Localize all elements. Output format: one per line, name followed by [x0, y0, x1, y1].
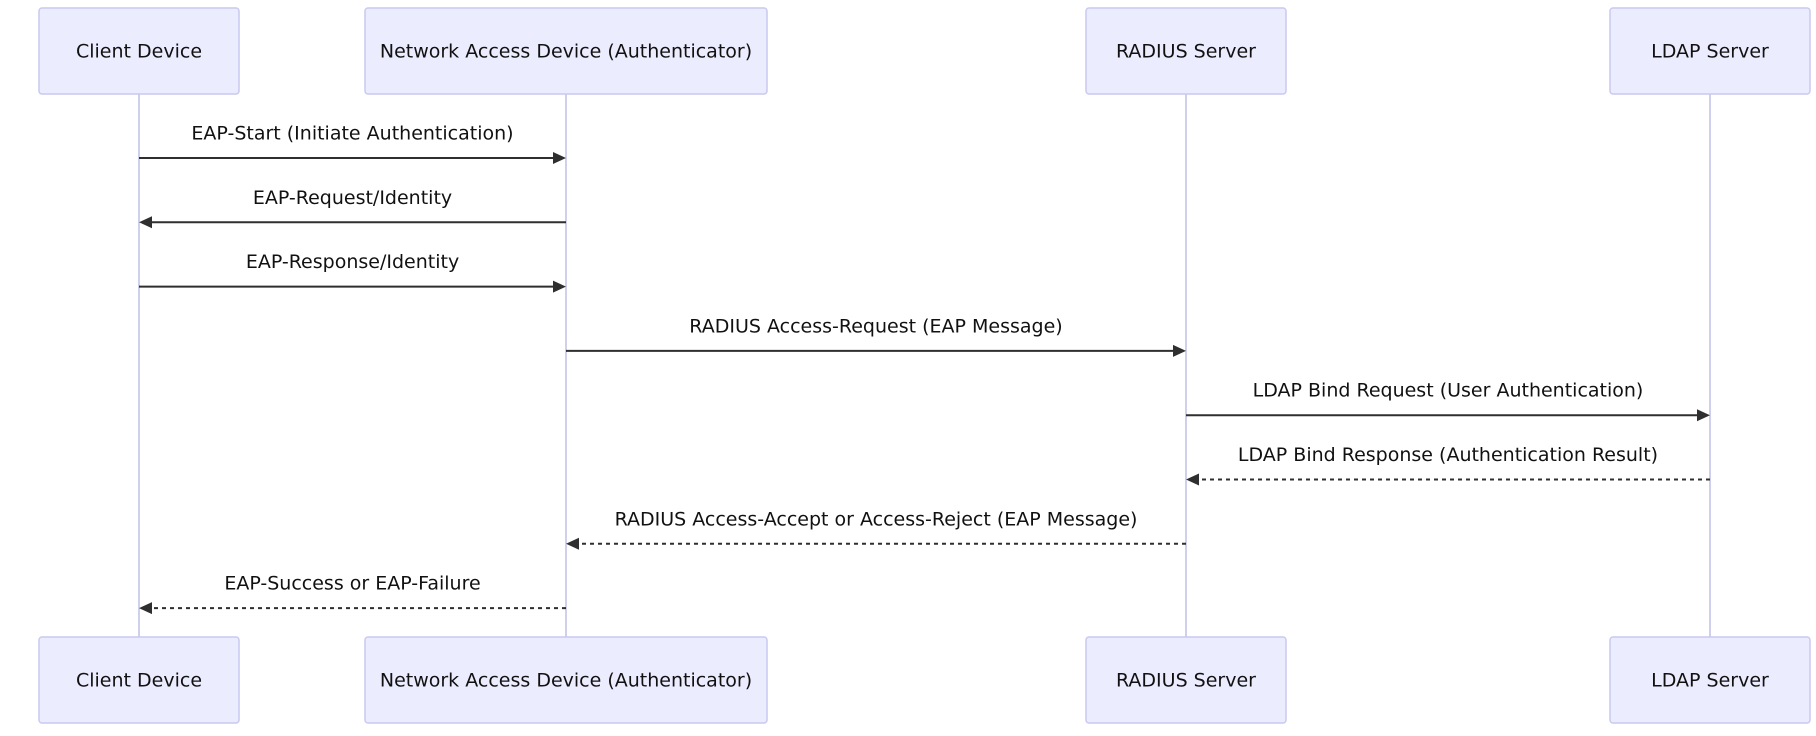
participant-bottom-network-access-device-authenticator[interactable]: Network Access Device (Authenticator): [364, 636, 768, 724]
participant-box: [1609, 7, 1811, 95]
participant-box: [1085, 7, 1287, 95]
participant-box: [364, 636, 768, 724]
participant-label: RADIUS Server: [1116, 670, 1256, 692]
participant-label: Client Device: [76, 670, 202, 692]
arrowhead-icon: [139, 602, 152, 615]
message-5: LDAP Bind Request (User Authentication): [1186, 380, 1710, 422]
arrowhead-icon: [553, 152, 566, 164]
bottom-participants: Client Device Network Access Device (Auth…: [38, 636, 1811, 724]
participant-top-radius-server[interactable]: RADIUS Server: [1085, 7, 1287, 95]
participant-box: [1085, 636, 1287, 724]
message-label: RADIUS Access-Accept or Access-Reject (E…: [615, 508, 1138, 530]
message-4: RADIUS Access-Request (EAP Message): [566, 315, 1186, 357]
participant-top-ldap-server[interactable]: LDAP Server: [1609, 7, 1811, 95]
lifelines: [138, 94, 1711, 637]
arrowhead-icon: [139, 216, 152, 229]
arrowhead-icon: [1697, 409, 1710, 422]
participant-label: Client Device: [76, 41, 202, 63]
message-label: EAP-Success or EAP-Failure: [224, 573, 480, 595]
message-label: LDAP Bind Response (Authentication Resul…: [1238, 444, 1658, 466]
message-6: LDAP Bind Response (Authentication Resul…: [1186, 444, 1710, 486]
participant-box: [38, 636, 240, 724]
arrowhead-icon: [1186, 473, 1199, 486]
message-label: EAP-Start (Initiate Authentication): [191, 123, 513, 145]
participant-bottom-client-device[interactable]: Client Device: [38, 636, 240, 724]
message-7: RADIUS Access-Accept or Access-Reject (E…: [566, 508, 1186, 550]
arrowhead-icon: [553, 280, 566, 293]
message-2: EAP-Request/Identity: [139, 187, 566, 229]
participant-label: Network Access Device (Authenticator): [380, 41, 752, 63]
message-1: EAP-Start (Initiate Authentication): [139, 123, 566, 164]
participant-label: Network Access Device (Authenticator): [380, 670, 752, 692]
participant-label: RADIUS Server: [1116, 41, 1256, 63]
arrowhead-icon: [566, 537, 579, 550]
participant-top-client-device[interactable]: Client Device: [38, 7, 240, 95]
participant-bottom-radius-server[interactable]: RADIUS Server: [1085, 636, 1287, 724]
participant-box: [364, 7, 768, 95]
participant-box: [38, 7, 240, 95]
arrowhead-icon: [1173, 344, 1186, 357]
messages: EAP-Start (Initiate Authentication) EAP-R…: [139, 123, 1710, 615]
participant-box: [1609, 636, 1811, 724]
top-participants: Client Device Network Access Device (Auth…: [38, 7, 1811, 95]
message-label: EAP-Request/Identity: [253, 187, 452, 209]
participant-top-network-access-device-authenticator[interactable]: Network Access Device (Authenticator): [364, 7, 768, 95]
participant-label: LDAP Server: [1651, 41, 1769, 63]
participant-label: LDAP Server: [1651, 670, 1769, 692]
participant-bottom-ldap-server[interactable]: LDAP Server: [1609, 636, 1811, 724]
message-label: RADIUS Access-Request (EAP Message): [689, 315, 1062, 337]
message-label: LDAP Bind Request (User Authentication): [1253, 380, 1644, 402]
message-label: EAP-Response/Identity: [246, 251, 459, 273]
message-3: EAP-Response/Identity: [139, 251, 566, 293]
message-8: EAP-Success or EAP-Failure: [139, 573, 566, 615]
